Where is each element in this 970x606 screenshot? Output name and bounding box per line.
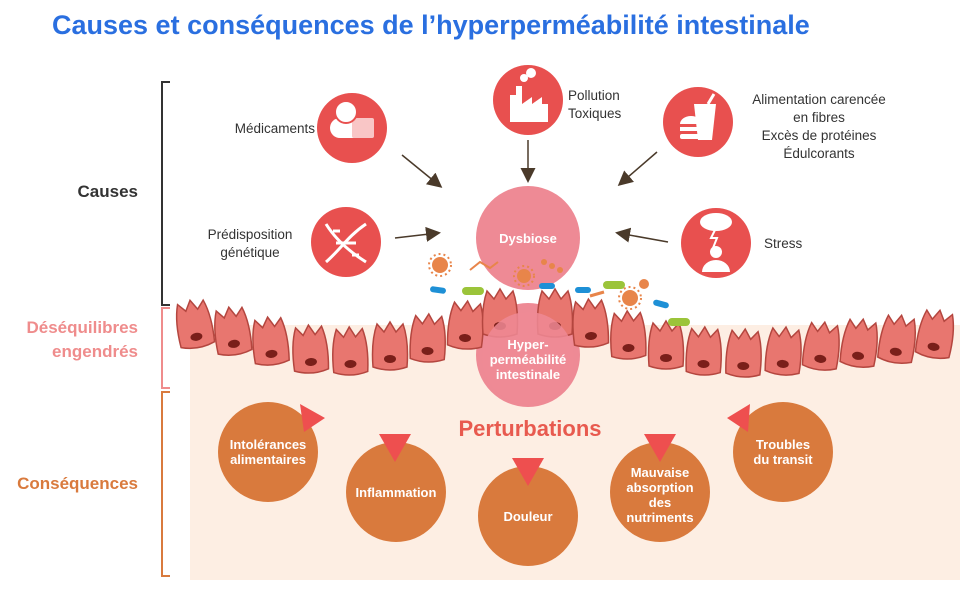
arrow-stress (618, 233, 668, 242)
label-predisposition: Prédisposition génétique (195, 226, 305, 262)
label-pollution-line1: Pollution (568, 87, 648, 105)
label-intolerances: Intolérances alimentaires (218, 432, 318, 472)
causes-bracket (162, 82, 170, 305)
medicaments-circle (317, 93, 387, 163)
label-douleur: Douleur (478, 506, 578, 526)
section-causes: Causes (20, 180, 138, 204)
label-alimentation-line4: Édulcorants (734, 145, 904, 163)
label-pollution-line2: Toxiques (568, 105, 648, 123)
pollution-circle (493, 65, 563, 135)
label-predisposition-line1: Prédisposition (195, 226, 305, 244)
label-intolerances-line1: Intolérances (230, 437, 307, 452)
label-transit: Troubles du transit (733, 432, 833, 472)
label-transit-line2: du transit (753, 452, 812, 467)
predisposition-circle (311, 207, 381, 277)
section-desequilibres-line2: engendrés (0, 340, 138, 364)
label-malabsorption: Mauvaise absorption des nutriments (610, 464, 710, 526)
label-hyper-line3: intestinale (496, 367, 560, 382)
label-alimentation-line3: Excès de protéines (734, 127, 904, 145)
label-alimentation-line2: en fibres (734, 109, 904, 127)
label-hyper-line1: Hyper- (507, 337, 548, 352)
label-hyper-line2: perméabilité (490, 352, 567, 367)
label-dysbiose: Dysbiose (476, 225, 580, 251)
arrow-medicaments (402, 155, 440, 186)
stress-circle (681, 208, 751, 278)
section-desequilibres: Déséquilibres engendrés (0, 316, 138, 364)
label-malabsorption-line1: Mauvaise (631, 465, 690, 480)
arrow-alimentation (620, 152, 657, 184)
arrow-predisposition (395, 233, 438, 238)
desequilibres-bracket (162, 308, 170, 388)
label-malabsorption-line3: des (649, 495, 671, 510)
label-perturbations: Perturbations (430, 416, 630, 442)
label-alimentation: Alimentation carencée en fibres Excès de… (734, 91, 904, 163)
label-malabsorption-line2: absorption (626, 480, 693, 495)
label-hyperpermeabilite: Hyper- perméabilité intestinale (476, 332, 580, 386)
label-medicaments: Médicaments (205, 120, 315, 138)
label-pollution: Pollution Toxiques (568, 87, 648, 123)
label-intolerances-line2: alimentaires (230, 452, 306, 467)
label-inflammation: Inflammation (346, 482, 446, 502)
section-desequilibres-line1: Déséquilibres (0, 316, 138, 340)
consequences-bracket (162, 392, 170, 576)
label-alimentation-line1: Alimentation carencée (734, 91, 904, 109)
section-consequences: Conséquences (0, 472, 138, 496)
label-transit-line1: Troubles (756, 437, 810, 452)
label-predisposition-line2: génétique (195, 244, 305, 262)
label-malabsorption-line4: nutriments (626, 510, 693, 525)
alimentation-circle (663, 87, 733, 157)
label-stress: Stress (764, 235, 824, 253)
